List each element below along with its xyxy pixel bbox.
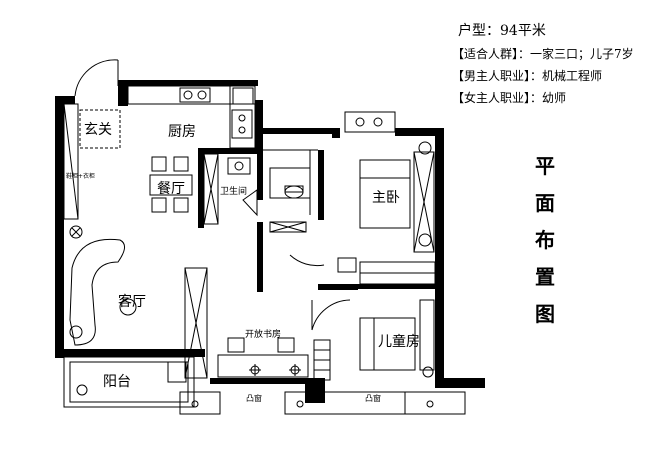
room-bay-window-1: 凸窗	[246, 394, 262, 403]
male-occupation: 【男主人职业】：机械工程师	[452, 69, 603, 83]
title-char-2: 面	[535, 191, 555, 215]
title-char-5: 图	[535, 302, 555, 326]
title-char-1: 平	[535, 154, 555, 178]
room-kitchen: 厨房	[168, 124, 196, 140]
room-children: 儿童房	[378, 334, 420, 350]
lights	[249, 364, 301, 376]
room-balcony: 阳台	[103, 374, 131, 390]
walls	[55, 80, 485, 403]
title-char-3: 布	[535, 228, 555, 252]
suitable-group: 【适合人群】：一家三口；儿子7岁	[452, 47, 634, 61]
room-bathroom: 卫生间	[220, 187, 248, 197]
room-entrance: 玄关	[84, 122, 112, 138]
shoe-cabinet-label: 鞋柜+衣柜	[66, 173, 96, 180]
room-master: 主卧	[372, 190, 400, 206]
room-living: 客厅	[118, 294, 146, 310]
title-char-4: 置	[535, 265, 555, 289]
female-occupation: 【女主人职业】：幼师	[452, 91, 567, 105]
room-dining: 餐厅	[157, 181, 185, 197]
thin-walls	[63, 59, 466, 415]
room-bay-window-2: 凸窗	[365, 394, 381, 403]
unit-type: 户型：94平米	[458, 23, 546, 39]
room-study: 开放书房	[245, 330, 282, 340]
